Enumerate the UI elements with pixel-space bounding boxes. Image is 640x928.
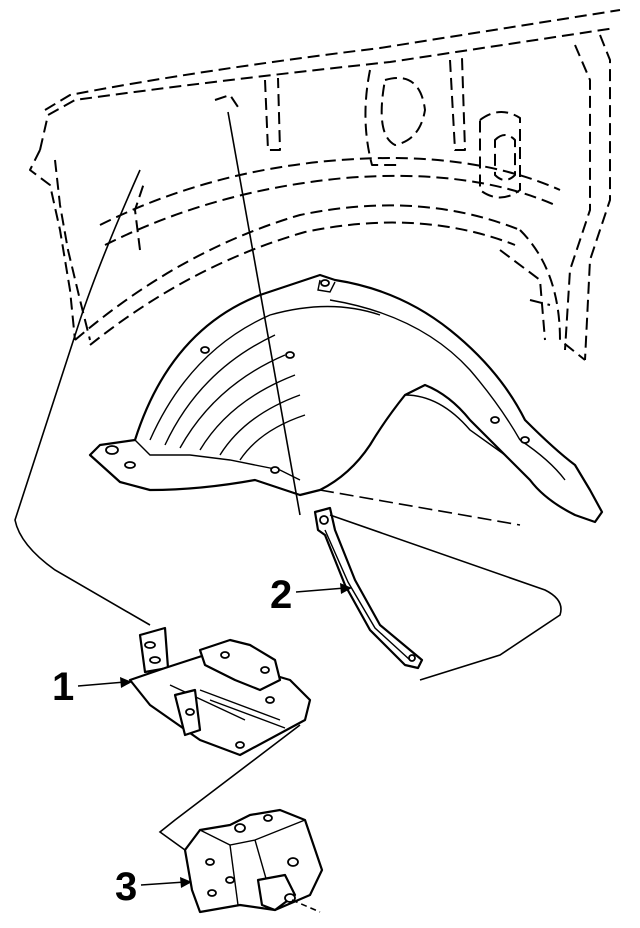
part-2-brace (313, 506, 424, 670)
part-3-support (183, 808, 324, 914)
callout-2: 2 (270, 573, 352, 617)
part-1-bracket (128, 626, 312, 757)
quarter-panel-outline (29, 9, 621, 361)
callout-1: 1 (52, 665, 132, 709)
wheelhouse-liner (88, 273, 604, 524)
assembly-lines (14, 111, 562, 913)
callout-3: 3 (115, 865, 192, 909)
callout-1-label: 1 (52, 665, 74, 709)
callout-2-label: 2 (270, 573, 292, 617)
callout-3-label: 3 (115, 865, 137, 909)
